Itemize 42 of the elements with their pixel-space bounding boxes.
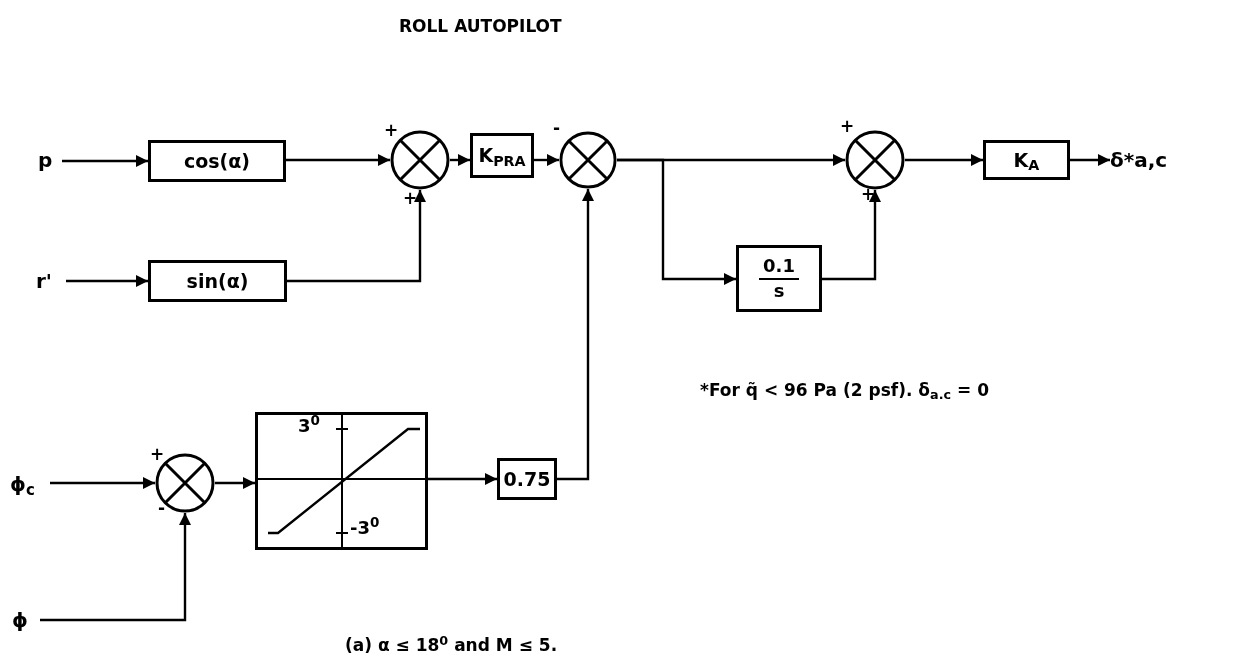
gain-box: 0.75	[497, 458, 557, 500]
arrow	[428, 473, 497, 485]
diagram-title: ROLL AUTOPILOT	[399, 15, 562, 38]
arrow	[40, 513, 191, 622]
arrow	[66, 275, 148, 287]
sign-label: +	[861, 186, 876, 203]
denominator: s	[773, 279, 785, 302]
axis-label: -3$^{0}$	[350, 519, 380, 537]
signal-label: ϕ$_{c}$	[10, 466, 50, 502]
arrow	[286, 154, 390, 166]
signal-label: r'	[36, 266, 66, 296]
arrow	[50, 477, 155, 489]
arrow	[822, 190, 881, 281]
signal-label: δ*a,c	[1110, 145, 1210, 175]
summing-junction	[845, 130, 905, 190]
summing-junction	[559, 131, 617, 189]
arrow	[534, 154, 559, 166]
sign-label: -	[553, 120, 561, 137]
numerator: 0.1	[759, 255, 799, 280]
arrow	[1070, 154, 1110, 166]
gain-box: K$_{A}$	[983, 140, 1070, 180]
arrow	[617, 158, 736, 285]
sign-label: +	[384, 122, 399, 139]
arrow	[450, 154, 470, 166]
sign-label: -	[158, 500, 166, 517]
arrow	[905, 154, 983, 166]
note-text: *For q̃ < 96 Pa (2 psf). δ$_{a.c}$ = 0	[700, 379, 989, 404]
caption: (a) α ≤ 18$^{0}$ and M ≤ 5.	[345, 633, 558, 657]
axis-label: 3$^{0}$	[298, 417, 320, 435]
signal-label: p	[38, 145, 62, 175]
sign-label: +	[150, 446, 165, 463]
gain-box: K$_{PRA}$	[470, 133, 534, 178]
gain-box: sin(α)	[148, 260, 287, 302]
sign-label: +	[840, 118, 855, 135]
sign-label: +	[403, 190, 418, 207]
arrow	[287, 190, 426, 283]
transfer-function-box	[736, 245, 822, 312]
arrow	[557, 189, 594, 481]
arrow	[215, 477, 255, 489]
gain-box: cos(α)	[148, 140, 286, 182]
signal-label: ϕ	[12, 604, 40, 636]
arrow	[62, 155, 148, 167]
